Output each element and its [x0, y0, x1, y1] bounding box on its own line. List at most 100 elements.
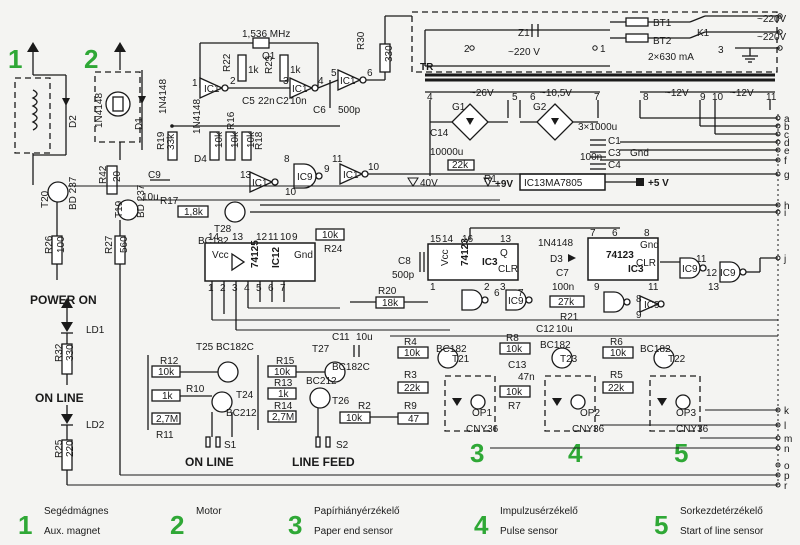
svg-text:R8: R8 [506, 333, 519, 344]
winding-10-5v: ~10,5V [540, 88, 572, 99]
svg-text:10: 10 [280, 232, 292, 243]
svg-text:2: 2 [484, 282, 490, 293]
svg-text:10u: 10u [556, 324, 573, 335]
svg-text:7: 7 [594, 92, 600, 103]
svg-text:R18: R18 [254, 131, 265, 150]
svg-text:R4: R4 [404, 337, 417, 348]
svg-text:9: 9 [594, 282, 600, 293]
svg-text:IC9: IC9 [297, 172, 313, 183]
svg-text:6: 6 [268, 283, 274, 294]
svg-text:Gnd: Gnd [640, 240, 659, 251]
svg-text:R12: R12 [160, 356, 179, 367]
bus-letter-n: n [784, 444, 790, 455]
svg-text:S1: S1 [224, 440, 237, 451]
inverter-ic9 [639, 294, 660, 314]
bottom-inputs: R12 10k R10 1k R11 2,7M T25 BC182C T24 B… [147, 324, 778, 469]
legend-number-3: 3 [288, 510, 302, 540]
svg-text:10k: 10k [506, 344, 523, 355]
svg-text:R30: R30 [356, 31, 367, 50]
svg-text:10k: 10k [610, 348, 627, 359]
svg-text:8: 8 [284, 154, 290, 165]
resistor-r13 [267, 387, 297, 400]
svg-text:T23: T23 [560, 354, 578, 365]
resistor-r8 [499, 342, 531, 355]
svg-text:OP3: OP3 [676, 408, 696, 419]
svg-text:10: 10 [712, 92, 724, 103]
bt2-label: BT2 [653, 36, 672, 47]
svg-text:R26: R26 [44, 235, 55, 254]
svg-text:2,7M: 2,7M [156, 414, 178, 425]
svg-text:1N4148: 1N4148 [538, 238, 573, 249]
opto-op1 [444, 375, 496, 432]
badge-5: 5 [674, 438, 688, 468]
svg-text:BD 237: BD 237 [136, 184, 147, 218]
oscillator: 1,536 MHz Q1 IC1 IC1 IC1 R22 1k R23 1k C… [192, 15, 412, 116]
svg-text:D1: D1 [134, 117, 145, 130]
svg-text:R2: R2 [358, 401, 371, 412]
resistor-r6 [602, 346, 634, 359]
svg-text:C11: C11 [332, 332, 350, 343]
opto-op3 [649, 375, 701, 432]
bus-letter-l: l [784, 421, 786, 432]
svg-text:10k: 10k [230, 131, 241, 148]
legend-hu-3: Papírhiányérzékelő [314, 506, 400, 517]
svg-text:R7: R7 [508, 401, 521, 412]
transistor-t22 [653, 347, 675, 369]
resistor-r3 [397, 381, 429, 394]
winding-26v: ~26V [470, 88, 494, 99]
svg-text:7: 7 [590, 228, 596, 239]
svg-text:R19: R19 [156, 131, 167, 150]
svg-text:IC13MA7805: IC13MA7805 [524, 178, 583, 189]
inverter-ic1-a [199, 76, 224, 100]
z1-label: Z1 [518, 28, 530, 39]
bus-letter-h: h [784, 201, 790, 212]
ic3-monostable: Vcc 74123 IC3 Q CLR 15 14 16 13 1 2 3 C8… [350, 227, 778, 323]
transistor-t28 [224, 201, 246, 223]
svg-text:BC182: BC182 [640, 344, 671, 355]
svg-text:10k: 10k [214, 131, 225, 148]
resistor-r1 [447, 159, 475, 171]
svg-text:T24: T24 [236, 390, 254, 401]
svg-text:CNY36: CNY36 [572, 424, 605, 435]
svg-text:T21: T21 [452, 354, 470, 365]
svg-text:R25: R25 [54, 439, 65, 458]
svg-text:3: 3 [283, 76, 289, 87]
svg-text:1N4148: 1N4148 [158, 79, 169, 114]
bus-terminal-a [775, 115, 781, 121]
transistor-t20 [47, 181, 69, 203]
svg-text:7: 7 [280, 283, 286, 294]
bus-letter-k: k [784, 406, 790, 417]
legend-hu-2: Motor [196, 506, 222, 517]
svg-text:74123: 74123 [606, 250, 634, 261]
svg-text:BC182: BC182 [436, 344, 467, 355]
svg-text:560: 560 [119, 236, 130, 253]
svg-text:3: 3 [500, 282, 506, 293]
svg-text:10k: 10k [158, 367, 175, 378]
led-ld2 [61, 414, 73, 424]
svg-text:10n: 10n [290, 96, 307, 107]
svg-text:10k: 10k [246, 131, 257, 148]
badge-2: 2 [84, 44, 98, 74]
mains-voltage-2: ~220V [757, 32, 787, 43]
svg-text:R15: R15 [276, 356, 295, 367]
svg-text:22k: 22k [452, 160, 469, 171]
power-supply: G1 G2 C14 10000u 22k R1 40V +9V IC13MA78… [407, 100, 778, 191]
node-2: 2 [464, 44, 470, 55]
svg-text:10k: 10k [346, 413, 363, 424]
svg-text:2,7M: 2,7M [272, 412, 294, 423]
mains-box [411, 11, 778, 73]
resistor-r18 [241, 131, 252, 161]
svg-text:IC1: IC1 [204, 84, 220, 95]
svg-text:8: 8 [644, 228, 650, 239]
legend-number-2: 2 [170, 510, 184, 540]
legend-en-1: Aux. magnet [44, 526, 100, 537]
power-on-label: POWER ON [30, 293, 97, 307]
bus-terminal-o [775, 462, 781, 468]
svg-text:C7: C7 [556, 268, 569, 279]
svg-text:D3: D3 [550, 254, 563, 265]
resistor-r22 [237, 54, 247, 82]
bus-letter-d: d [784, 138, 790, 149]
svg-text:IC9: IC9 [508, 296, 524, 307]
resistor-r14a [209, 131, 220, 161]
